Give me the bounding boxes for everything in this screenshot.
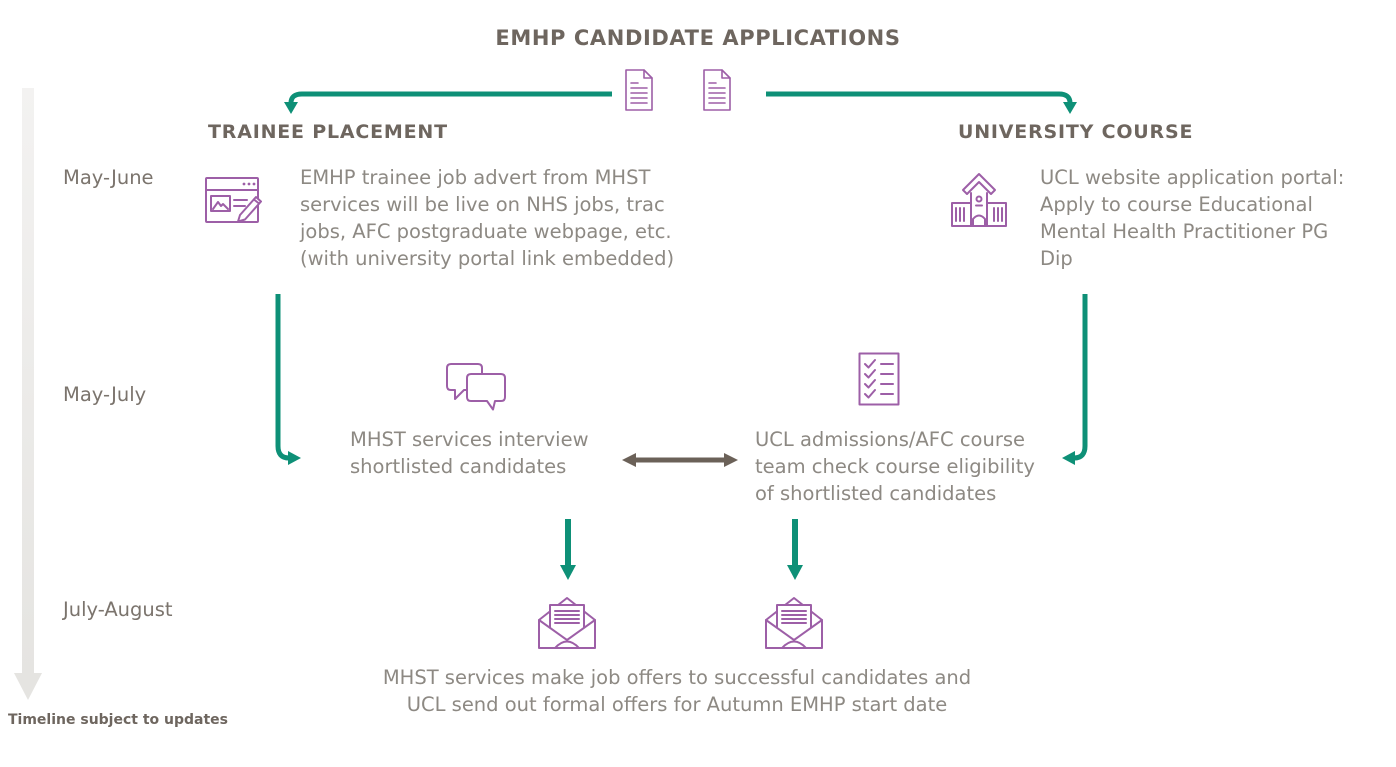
timeline-footnote: Timeline subject to updates bbox=[8, 712, 229, 728]
checklist-icon bbox=[857, 351, 901, 411]
stage-text-eligibility: UCL admissions/AFC course team check cou… bbox=[755, 428, 1035, 505]
column-header-university-course: UNIVERSITY COURSE bbox=[958, 121, 1194, 143]
timeline-label-may-june: May-June bbox=[63, 166, 154, 189]
stage-text-advert: EMHP trainee job advert from MHST servic… bbox=[300, 166, 675, 270]
column-header-trainee-placement: TRAINEE PLACEMENT bbox=[208, 121, 448, 143]
timeline-down-arrow bbox=[22, 88, 34, 674]
arrow-applications-to-university bbox=[766, 91, 1077, 114]
arrow-applications-to-placement bbox=[284, 91, 612, 114]
open-envelope-icon bbox=[536, 591, 598, 655]
stage-text-offers: MHST services make job offers to success… bbox=[382, 666, 972, 716]
university-building-icon bbox=[946, 172, 1012, 234]
page-title: EMHP CANDIDATE APPLICATIONS bbox=[495, 26, 901, 50]
document-icon bbox=[621, 68, 657, 116]
timeline-label-july-august: July-August bbox=[63, 598, 173, 621]
stage-text-portal: UCL website application portal: Apply to… bbox=[1040, 166, 1345, 270]
document-icon bbox=[699, 68, 735, 116]
arrow-interview-eligibility-link bbox=[622, 453, 738, 467]
arrow-placement-to-interview bbox=[275, 294, 301, 465]
webpage-advert-icon bbox=[204, 172, 266, 232]
arrow-eligibility-to-offers bbox=[787, 519, 803, 580]
timeline-label-may-july: May-July bbox=[63, 383, 147, 406]
chat-bubbles-icon bbox=[444, 362, 508, 416]
stage-text-interview: MHST services interview shortlisted cand… bbox=[350, 428, 589, 478]
arrow-university-to-eligibility bbox=[1062, 294, 1088, 465]
arrow-interview-to-offers bbox=[560, 519, 576, 580]
open-envelope-icon bbox=[763, 591, 825, 655]
timeline-arrowhead-icon bbox=[14, 673, 42, 700]
